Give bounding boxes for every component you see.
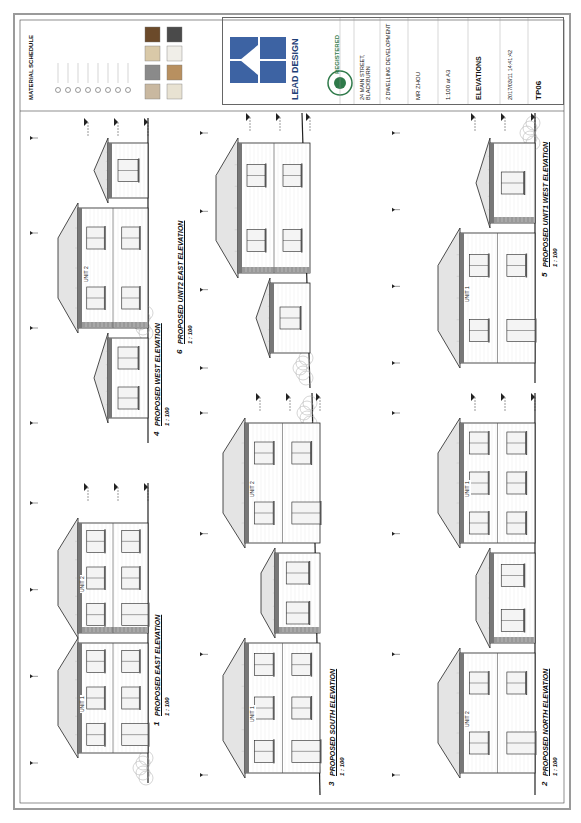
view-title: PROPOSED EAST ELEVATION — [154, 614, 162, 717]
registration-mark: REGISTERED — [334, 22, 341, 74]
title-divider — [20, 111, 564, 112]
title-row-line — [408, 17, 409, 105]
view-title: PROPOSED NORTH ELEVATION — [542, 668, 550, 777]
view-scale: 1 : 100 — [339, 756, 346, 777]
title-row-line — [354, 17, 355, 105]
view-scale: 1 : 100 — [164, 696, 171, 717]
unit-label: UNIT 2 — [84, 265, 90, 283]
title-row-line — [528, 17, 529, 105]
elevation — [392, 113, 540, 383]
view-scale: 1 : 100 — [164, 406, 171, 427]
view-title: PROPOSED SOUTH ELEVATION — [329, 668, 337, 777]
view-number: 4 — [153, 431, 162, 437]
title-row-line — [438, 17, 439, 105]
title-row-line — [380, 17, 381, 105]
unit-label: UNIT 2 — [250, 480, 256, 498]
view-title: PROPOSED UNIT2 EAST ELEVATION — [177, 220, 185, 345]
unit-label: UNIT 1 — [465, 480, 471, 498]
view-scale: 1 : 100 — [552, 756, 559, 777]
view-title: PROPOSED UNIT1 WEST ELEVATION — [542, 141, 550, 268]
view-number: 3 — [328, 781, 337, 787]
material-swatches — [56, 27, 183, 99]
elevation — [392, 393, 537, 795]
project-name: 2 DWELLING DEVELOPMENT — [385, 22, 391, 100]
unit-label: UNIT 1 — [465, 285, 471, 303]
elevation — [200, 113, 313, 388]
company-name: LEAD DESIGN — [291, 22, 301, 100]
view-scale: 1 : 100 — [552, 247, 559, 268]
title-row-line — [500, 17, 501, 105]
view-number: 5 — [541, 272, 550, 278]
unit-label: UNIT 2 — [80, 575, 86, 593]
drawing-number: TP06 — [535, 22, 544, 100]
elevation — [30, 118, 153, 443]
drawing-scale: 1:100 at A3 — [445, 22, 452, 100]
view-number: 2 — [541, 781, 550, 787]
view-title: PROPOSED WEST ELEVATION — [154, 322, 162, 427]
view-number: 6 — [176, 349, 185, 355]
sheet-frame — [14, 14, 570, 809]
unit-label: UNIT 2 — [465, 710, 471, 728]
view-scale: 1 : 100 — [187, 324, 194, 345]
view-number: 1 — [153, 721, 162, 727]
inner-frame — [20, 20, 564, 803]
drawing-name: ELEVATIONS — [475, 22, 483, 100]
unit-label: UNIT 1 — [80, 695, 86, 713]
company-logo — [230, 37, 286, 83]
unit-label: UNIT 1 — [250, 705, 256, 723]
elevation — [200, 393, 322, 795]
title-block: LEAD DESIGN REGISTERED 24 MAIN STREET, BLA… — [222, 17, 564, 105]
client-name: MR ZHOU — [415, 22, 422, 100]
plot-date: 2017/03/11 14:41:42 — [507, 22, 513, 100]
title-row-line — [468, 17, 469, 105]
project-address: 24 MAIN STREET, BLACKBURN — [359, 22, 371, 100]
schedule-heading: MATERIAL SCHEDULE — [28, 34, 35, 101]
elevation — [30, 483, 153, 785]
